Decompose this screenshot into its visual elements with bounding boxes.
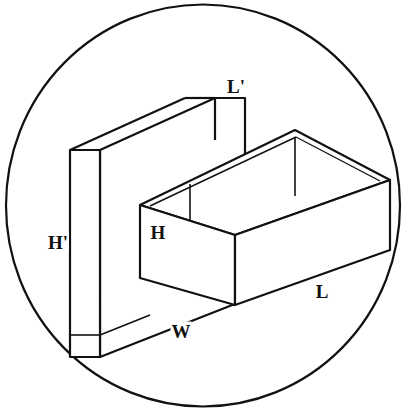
dimension-label: H — [150, 223, 167, 242]
dimension-label: H' — [47, 233, 69, 252]
dimension-label: W — [171, 322, 192, 341]
dimension-label: L' — [226, 77, 246, 96]
open-box — [140, 130, 390, 305]
frame-circle — [6, 5, 400, 407]
dimension-label: L — [315, 282, 330, 301]
